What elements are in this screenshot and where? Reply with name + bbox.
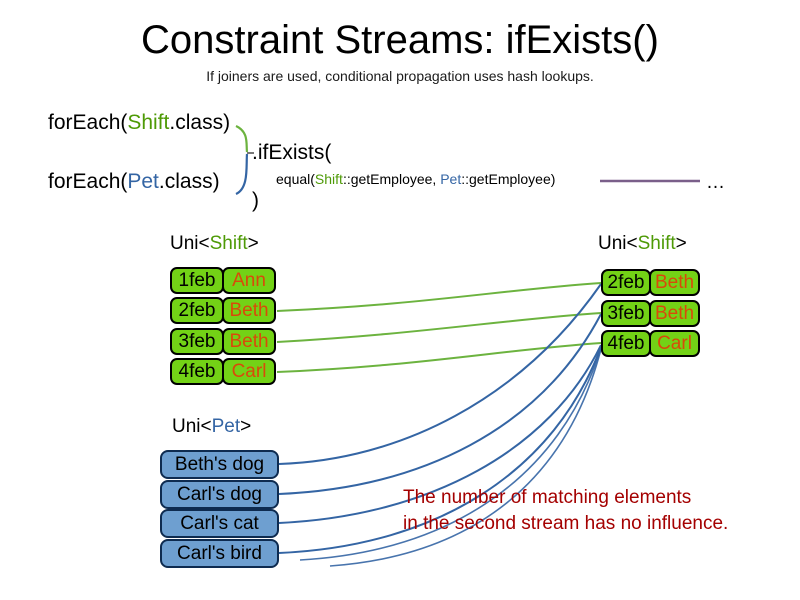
pet-label-suffix: > — [240, 416, 252, 437]
table-row[interactable]: 4feb Carl — [601, 330, 700, 357]
cell-name: Beth — [222, 328, 276, 355]
cell-name: Carl — [649, 330, 700, 357]
note-line-2: in the second stream has no influence. — [403, 513, 729, 534]
code-foreach-keyword-2: forEach( — [48, 170, 128, 193]
code-class-suffix-1: .class) — [169, 111, 231, 134]
list-item[interactable]: Beth's dog — [160, 450, 279, 479]
code-line-foreach-shift: forEach(Shift.class) — [48, 111, 230, 135]
wire-pet-beths-dog — [278, 283, 602, 465]
code-type-pet-1: Pet — [127, 170, 159, 193]
code-equal-prefix: equal( — [276, 171, 315, 187]
left-label-type: Shift — [209, 233, 248, 254]
cell-name: Beth — [649, 269, 700, 296]
code-close-paren: ) — [252, 189, 259, 212]
table-row[interactable]: 3feb Beth — [170, 328, 276, 355]
brace-blue-arm — [235, 153, 249, 195]
table-row[interactable]: 2feb Beth — [601, 269, 700, 296]
cell-date: 4feb — [170, 358, 224, 385]
right-label-type: Shift — [637, 233, 676, 254]
wire-shift-3feb — [276, 312, 602, 343]
right-stream-label: Uni<Shift> — [598, 233, 687, 255]
page-title: Constraint Streams: ifExists() — [141, 18, 659, 62]
page-subtitle: If joiners are used, conditional propaga… — [206, 68, 594, 84]
left-label-prefix: Uni< — [170, 233, 210, 254]
cell-name: Ann — [222, 267, 276, 294]
cell-date: 3feb — [601, 300, 651, 327]
list-item[interactable]: Carl's bird — [160, 539, 279, 568]
pet-stream-label: Uni<Pet> — [172, 416, 251, 438]
left-label-suffix: > — [247, 233, 259, 254]
cell-name: Carl — [222, 358, 276, 385]
code-type-shift-1: Shift — [127, 111, 170, 134]
wire-shift-2feb — [276, 282, 602, 312]
cell-date: 2feb — [601, 269, 651, 296]
left-stream-label: Uni<Shift> — [170, 233, 259, 255]
cell-date: 3feb — [170, 328, 224, 355]
list-item[interactable]: Carl's dog — [160, 480, 279, 509]
pet-label-prefix: Uni< — [172, 416, 212, 437]
table-row[interactable]: 3feb Beth — [601, 300, 700, 327]
wire-pet-carls-dog — [278, 313, 602, 495]
code-type-pet-2: Pet — [440, 171, 462, 187]
right-label-prefix: Uni< — [598, 233, 638, 254]
code-foreach-keyword-1: forEach( — [48, 111, 128, 134]
cell-date: 4feb — [601, 330, 651, 357]
cell-date: 2feb — [170, 297, 224, 324]
pet-label-type: Pet — [211, 416, 241, 437]
code-type-shift-2: Shift — [314, 171, 343, 187]
cell-name: Beth — [222, 297, 276, 324]
table-row[interactable]: 4feb Carl — [170, 358, 276, 385]
note-line-1: The number of matching elements — [403, 487, 692, 508]
code-line-foreach-pet: forEach(Pet.class) — [48, 170, 220, 194]
brace-green-arm — [235, 125, 249, 153]
code-ellipsis: … — [706, 172, 725, 193]
right-label-suffix: > — [675, 233, 687, 254]
code-joiner-suffix: ::getEmployee) — [461, 171, 556, 187]
table-row[interactable]: 1feb Ann — [170, 267, 276, 294]
list-item[interactable]: Carl's cat — [160, 509, 279, 538]
table-row[interactable]: 2feb Beth — [170, 297, 276, 324]
code-joiner-mid: ::getEmployee, — [342, 171, 441, 187]
wire-shift-4feb — [276, 342, 602, 373]
cell-date: 1feb — [170, 267, 224, 294]
cell-name: Beth — [649, 300, 700, 327]
code-class-suffix-2: .class) — [158, 170, 220, 193]
code-joiner-equal: equal(Shift::getEmployee, Pet::getEmploy… — [276, 171, 555, 187]
code-method-ifexists: .ifExists( — [252, 141, 332, 164]
